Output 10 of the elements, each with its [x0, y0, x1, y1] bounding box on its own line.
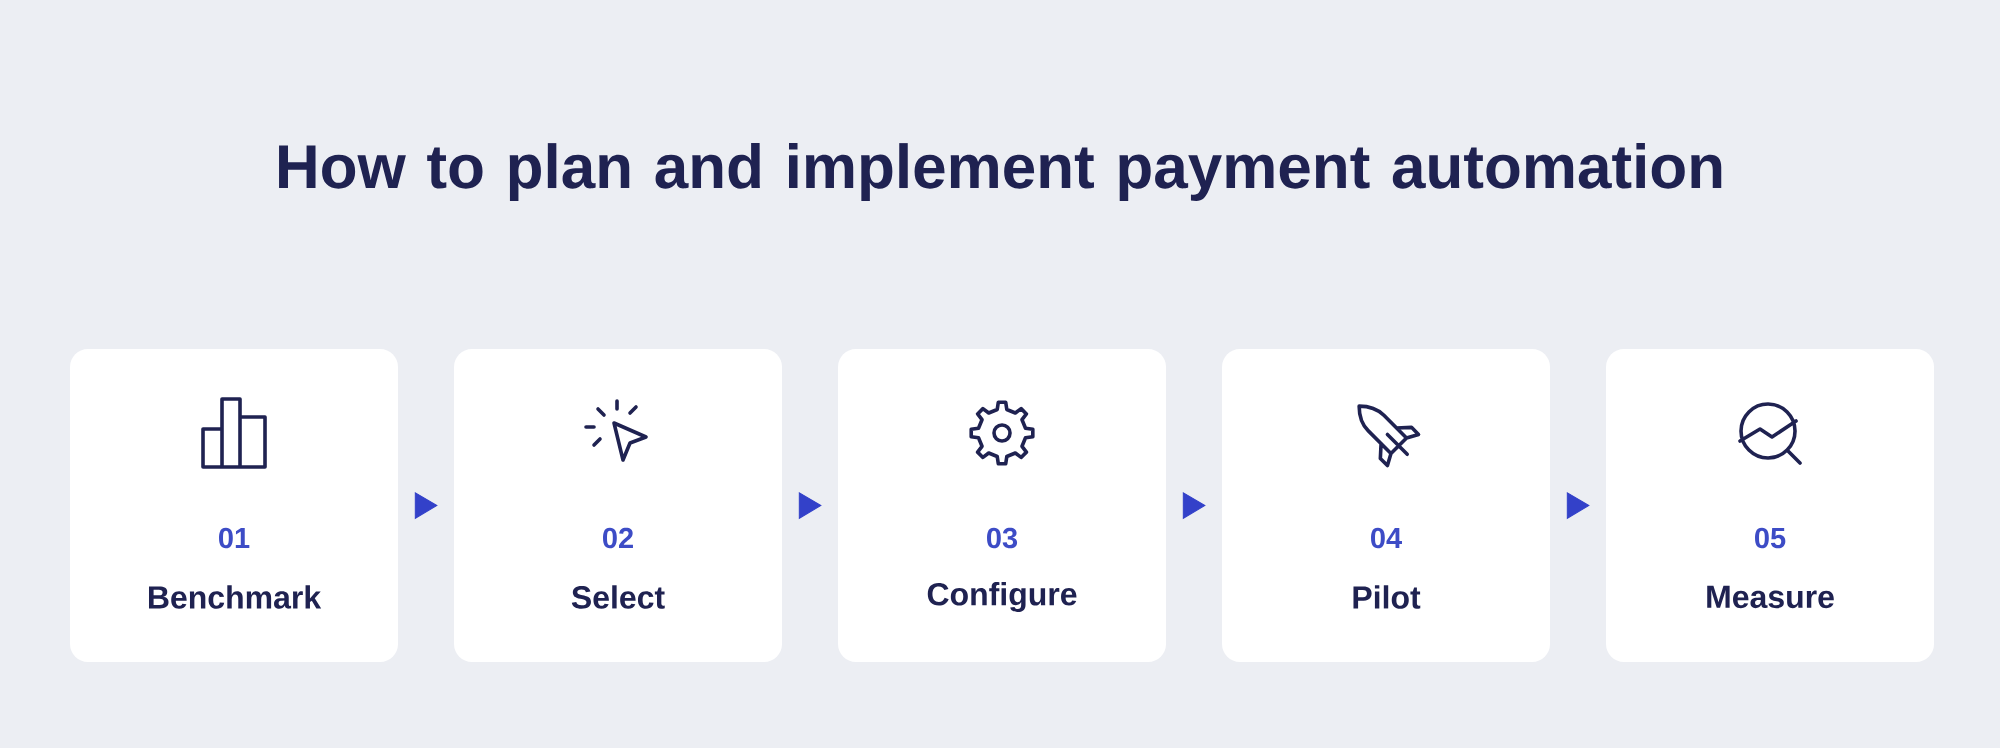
step-card: 05 Measure: [1606, 349, 1934, 662]
step-card: 04 Pilot: [1222, 349, 1550, 662]
arrow: [1182, 492, 1206, 519]
arrow: [414, 492, 438, 519]
step-card: 03 Configure: [838, 349, 1166, 662]
title: How to plan and implement payment automation: [279, 143, 1722, 201]
step-card: 01 Benchmark: [70, 349, 398, 662]
arrow: [1566, 492, 1590, 519]
step-card: 02 Select: [454, 349, 782, 662]
arrow: [798, 492, 822, 519]
